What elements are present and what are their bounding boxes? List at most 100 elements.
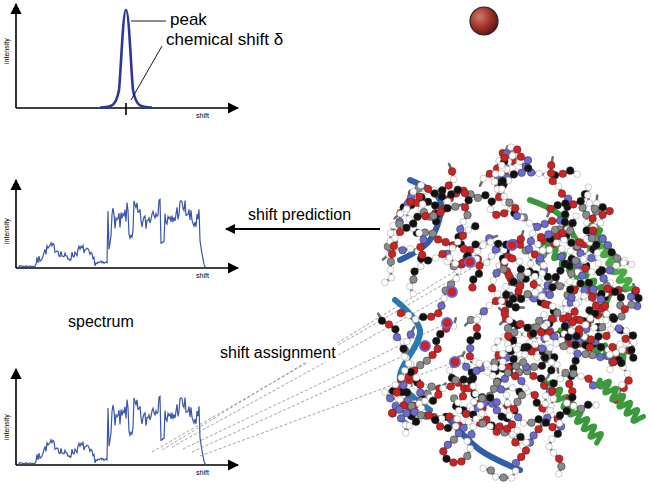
atom	[546, 246, 553, 253]
assignment-line	[172, 292, 452, 447]
atom	[548, 359, 555, 366]
atom	[486, 302, 493, 309]
atom	[530, 363, 538, 371]
atom	[396, 220, 404, 228]
atom	[446, 413, 454, 421]
atom	[509, 384, 516, 391]
atom	[627, 293, 635, 301]
atom	[461, 204, 469, 212]
atom	[501, 154, 509, 162]
atom	[480, 242, 487, 249]
atom	[576, 238, 584, 246]
atom	[568, 239, 576, 247]
atom	[430, 212, 438, 220]
atom	[450, 459, 458, 467]
leader-line	[131, 21, 166, 100]
atom	[607, 366, 614, 373]
atom	[511, 372, 519, 380]
atom	[404, 338, 411, 345]
axis-label: shift	[196, 112, 209, 120]
atom	[582, 350, 590, 358]
atom	[584, 192, 591, 199]
atom	[572, 341, 580, 349]
atom	[434, 236, 442, 244]
atom	[593, 241, 601, 249]
atom	[469, 374, 477, 382]
atom	[577, 280, 585, 288]
atom	[521, 351, 528, 358]
atom	[558, 463, 566, 471]
atom	[587, 315, 594, 322]
atom	[378, 317, 386, 325]
atom	[621, 305, 629, 313]
axis-label: intensity	[3, 38, 11, 64]
atom	[560, 342, 568, 350]
atom	[518, 391, 526, 399]
atom	[567, 347, 574, 354]
atom	[530, 281, 538, 289]
atom	[429, 230, 437, 238]
atom	[508, 255, 516, 263]
atom	[517, 265, 525, 273]
atom	[440, 385, 447, 392]
atom	[527, 237, 535, 245]
atom	[567, 286, 575, 294]
atom	[417, 243, 425, 251]
atom	[444, 441, 452, 449]
atom	[511, 204, 519, 212]
atom	[597, 353, 605, 361]
axis-label: shift	[196, 469, 209, 477]
atom	[552, 273, 560, 281]
atom	[435, 391, 443, 399]
atom	[506, 412, 513, 419]
atom	[460, 424, 468, 432]
atom	[479, 420, 487, 428]
atom	[569, 319, 577, 327]
atom	[478, 394, 486, 402]
atom	[615, 325, 623, 333]
atom	[570, 370, 578, 378]
atom	[393, 389, 401, 397]
atom	[588, 235, 596, 243]
atom	[628, 301, 636, 309]
atom	[487, 206, 494, 213]
atom	[480, 175, 487, 182]
atom	[557, 253, 565, 261]
atom	[588, 294, 596, 302]
atom	[522, 385, 529, 392]
atom	[549, 303, 556, 310]
atom	[482, 191, 490, 199]
atom	[453, 275, 460, 282]
atom	[398, 374, 405, 381]
atom	[402, 430, 409, 437]
atom	[429, 351, 437, 359]
atom	[422, 398, 429, 405]
atom	[493, 406, 501, 414]
atom	[450, 436, 458, 444]
atom	[524, 290, 532, 298]
atom	[559, 246, 566, 253]
atom	[631, 339, 638, 346]
atom	[547, 344, 554, 351]
atom	[541, 220, 549, 228]
atom	[570, 403, 577, 410]
atom	[523, 439, 530, 446]
atom	[401, 367, 408, 374]
assignment-line	[162, 262, 470, 450]
atom	[454, 186, 462, 194]
atom	[518, 169, 526, 177]
atom	[493, 379, 501, 387]
atom	[467, 336, 475, 344]
atom	[471, 390, 479, 398]
atom	[509, 153, 516, 160]
atom	[438, 415, 445, 422]
atom	[499, 351, 506, 358]
atom	[392, 381, 399, 388]
atom	[386, 395, 394, 403]
assigned-atom	[442, 318, 452, 328]
atom	[488, 422, 496, 430]
atom	[411, 268, 419, 276]
atom	[414, 213, 422, 221]
atom	[494, 240, 502, 248]
atom	[585, 375, 593, 383]
